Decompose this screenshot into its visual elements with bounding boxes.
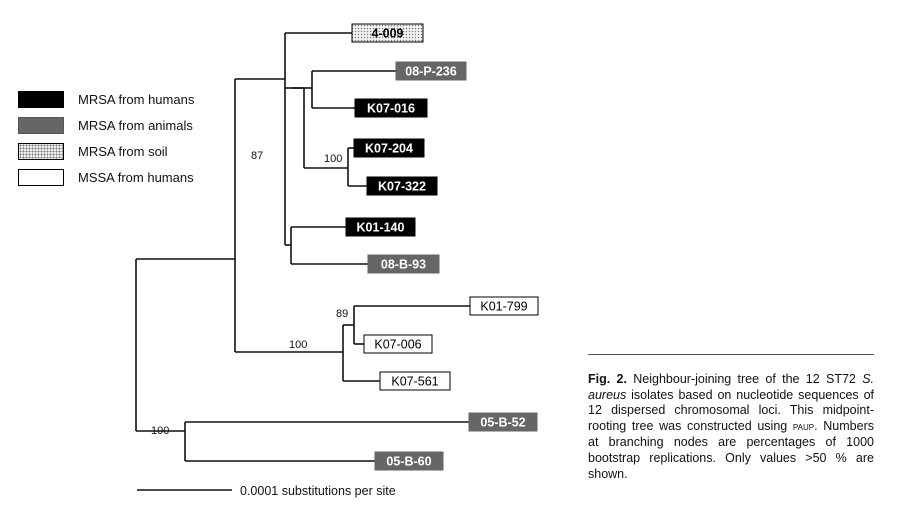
taxon-label: K07-006 — [374, 338, 421, 352]
figure-caption: Fig. 2. Neighbour-joining tree of the 12… — [588, 372, 874, 482]
taxon-label: 05-B-60 — [386, 455, 431, 469]
taxon-08-p-236: 08-P-236 — [395, 61, 467, 81]
caption-divider — [588, 354, 874, 355]
legend: MRSA from humans MRSA from animals MRSA … — [18, 86, 238, 190]
taxon-box — [367, 254, 440, 274]
taxon-box — [395, 61, 467, 81]
bootstrap-value-05-b-clade: 100 — [151, 425, 169, 437]
taxon-label: 08-P-236 — [405, 65, 456, 79]
taxon-box — [345, 217, 416, 237]
taxon-k07-016: K07-016 — [354, 98, 428, 118]
figure-label: Fig. 2. — [588, 372, 627, 386]
taxon-label: 05-B-52 — [480, 416, 525, 430]
taxon-box — [469, 296, 539, 316]
legend-swatch-black — [18, 90, 64, 108]
taxon-k07-322: K07-322 — [366, 176, 438, 196]
taxon-k01-140: K01-140 — [345, 217, 416, 237]
taxon-box — [374, 451, 444, 471]
taxon-05-b-60: 05-B-60 — [374, 451, 444, 471]
taxa-labels: 4-009 08-P-236K07-016K07-204K07-322K01-14… — [345, 23, 539, 471]
taxon-label: 4-009 — [372, 27, 404, 41]
taxon-label: K07-016 — [367, 102, 415, 116]
legend-swatch-white — [18, 168, 64, 186]
legend-label: MSSA from humans — [78, 169, 194, 185]
scale-bar-label: 0.0001 substitutions per site — [240, 484, 396, 498]
legend-item-mssa-humans: MSSA from humans — [18, 164, 238, 190]
taxon-box — [363, 334, 433, 354]
species-name: S. aureus — [588, 372, 874, 402]
taxon-label: K07-204 — [365, 142, 413, 156]
taxon-label: K01-799 — [480, 300, 527, 314]
bootstrap-values: 87 100 89 100 100 — [151, 150, 348, 437]
taxon-k07-204: K07-204 — [353, 138, 425, 158]
taxon-label: K01-140 — [357, 221, 405, 235]
legend-swatch-gray — [18, 116, 64, 134]
tree-branches — [135, 32, 470, 491]
legend-item-mrsa-humans: MRSA from humans — [18, 86, 238, 112]
taxon-box — [379, 371, 451, 391]
legend-label: MRSA from humans — [78, 91, 195, 107]
legend-label: MRSA from soil — [78, 143, 168, 159]
legend-swatch-dotted — [18, 142, 64, 160]
software-name: paup — [792, 420, 815, 433]
taxon-label: 08-B-93 — [381, 258, 426, 272]
taxon-box — [354, 98, 428, 118]
taxon-05-b-52: 05-B-52 — [468, 412, 538, 432]
legend-item-mrsa-animals: MRSA from animals — [18, 112, 238, 138]
bootstrap-value-k01-799-k07-006: 89 — [336, 308, 348, 320]
taxon-label: K07-322 — [378, 180, 426, 194]
taxon-box — [353, 138, 425, 158]
taxon-box — [366, 176, 438, 196]
taxon-k07-561: K07-561 — [379, 371, 451, 391]
taxon-box — [468, 412, 538, 432]
taxon-k01-799: K01-799 — [469, 296, 539, 316]
legend-item-mrsa-soil: MRSA from soil — [18, 138, 238, 164]
taxon-label: K07-561 — [391, 375, 438, 389]
caption-text-2: isolates based on nucleotide sequences o… — [588, 387, 874, 433]
legend-label: MRSA from animals — [78, 117, 193, 133]
caption-text-1: Neighbour-joining tree of the 12 ST72 — [626, 372, 863, 386]
bootstrap-value-k07-204-322: 100 — [324, 153, 342, 165]
bootstrap-value-mssa-clade: 100 — [289, 339, 307, 351]
caption-text-3: . Numbers at branching nodes are percent… — [588, 418, 874, 481]
taxon-4-009: 4-009 — [351, 23, 424, 43]
taxon-box — [351, 23, 424, 43]
taxon-k07-006: K07-006 — [363, 334, 433, 354]
bootstrap-value-mrsa-clade: 87 — [251, 150, 263, 162]
taxon-08-b-93: 08-B-93 — [367, 254, 440, 274]
